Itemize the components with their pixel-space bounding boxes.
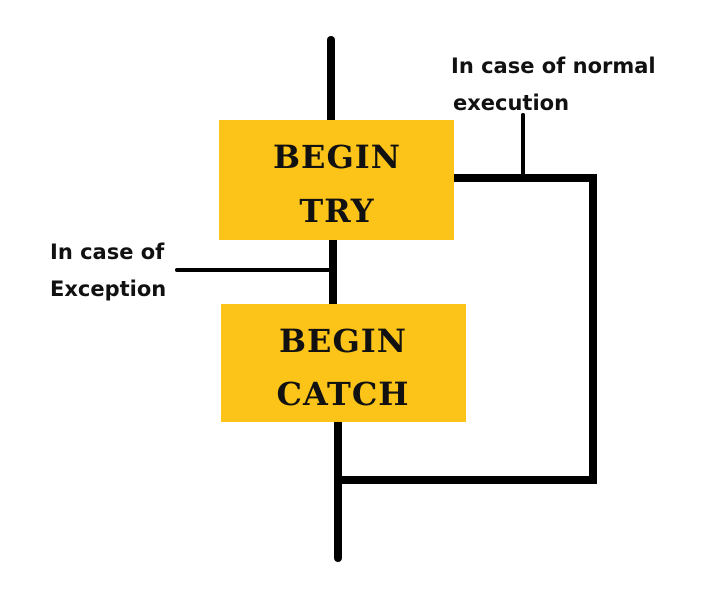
- exception-note-line1: In case of: [50, 240, 165, 264]
- begin-catch-box: [221, 304, 466, 422]
- begin-try-label-line1: BEGIN: [273, 138, 401, 176]
- normal-note-line2: execution: [453, 91, 569, 115]
- normal-execution-note: In case of normal execution: [451, 54, 656, 115]
- connector-lines: [175, 36, 597, 562]
- begin-try-label-line2: TRY: [299, 192, 374, 230]
- begin-catch-label-line2: CATCH: [276, 375, 409, 413]
- normal-note-line1: In case of normal: [451, 54, 656, 78]
- begin-catch-label-line1: BEGIN: [279, 322, 407, 360]
- begin-try-box: [219, 120, 454, 240]
- exception-note-line2: Exception: [50, 277, 166, 301]
- begin-catch-block: BEGIN CATCH: [221, 304, 466, 422]
- exception-note: In case of Exception: [50, 240, 166, 301]
- begin-try-block: BEGIN TRY: [219, 120, 454, 240]
